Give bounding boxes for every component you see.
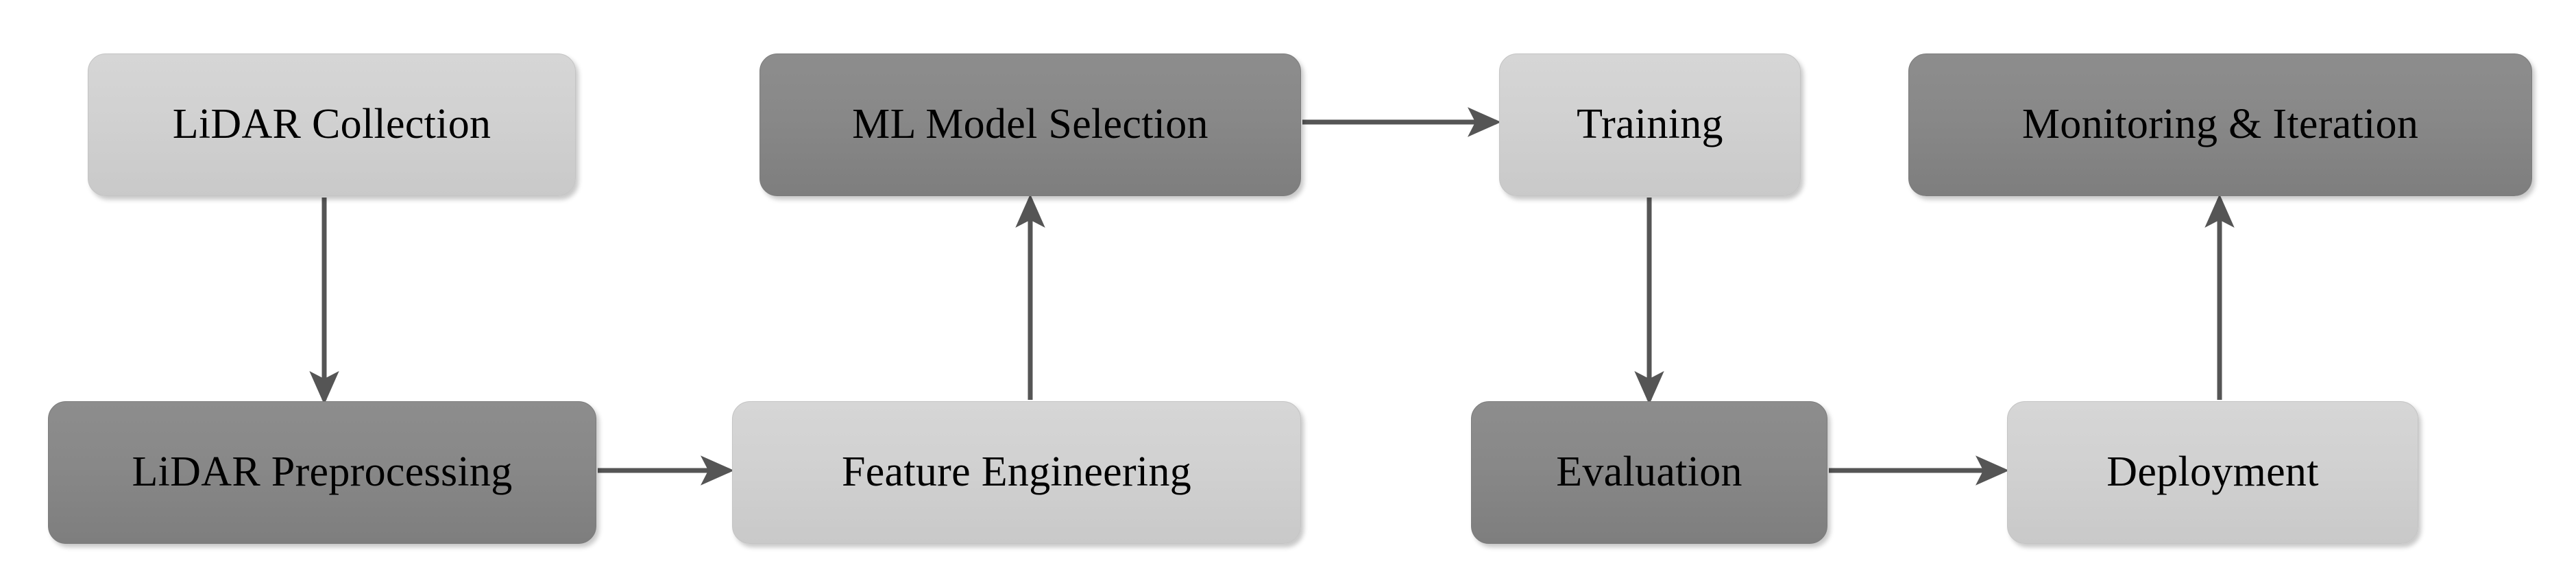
node-label: Evaluation bbox=[1556, 449, 1742, 496]
node-ml-model-selection[interactable]: ML Model Selection bbox=[760, 53, 1301, 196]
node-monitoring-iteration[interactable]: Monitoring & Iteration bbox=[1908, 53, 2532, 196]
node-label: Training bbox=[1577, 101, 1723, 148]
node-label: Feature Engineering bbox=[841, 449, 1192, 496]
node-lidar-collection[interactable]: LiDAR Collection bbox=[88, 53, 576, 196]
node-label: LiDAR Preprocessing bbox=[132, 449, 513, 496]
node-deployment[interactable]: Deployment bbox=[2007, 401, 2418, 544]
node-label: LiDAR Collection bbox=[172, 101, 491, 148]
node-feature-engineering[interactable]: Feature Engineering bbox=[732, 401, 1301, 544]
node-label: ML Model Selection bbox=[852, 101, 1208, 148]
node-evaluation[interactable]: Evaluation bbox=[1471, 401, 1827, 544]
node-lidar-preprocessing[interactable]: LiDAR Preprocessing bbox=[48, 401, 596, 544]
node-training[interactable]: Training bbox=[1499, 53, 1801, 196]
node-label: Deployment bbox=[2106, 449, 2319, 496]
node-label: Monitoring & Iteration bbox=[2021, 101, 2419, 148]
